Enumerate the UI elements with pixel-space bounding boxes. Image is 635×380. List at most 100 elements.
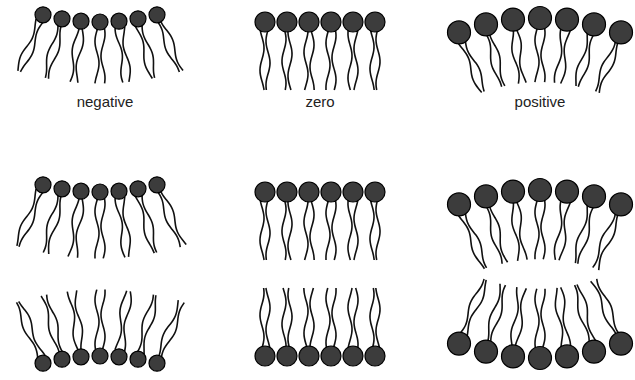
lipid-tail [260, 30, 264, 90]
lipid-tail [47, 295, 63, 353]
lipid-head [149, 355, 165, 371]
lipid-tail [67, 292, 78, 351]
lipid-tail [95, 290, 99, 350]
lipid-tail [282, 30, 286, 90]
lipid-tail [288, 30, 292, 90]
lipid [277, 12, 297, 90]
lipid [554, 8, 578, 83]
lipid-tail [348, 200, 352, 260]
lipid [343, 182, 363, 260]
lipid-tail [95, 198, 99, 258]
lipid-head [365, 12, 385, 32]
lipid-head [529, 179, 552, 202]
lipid-head [149, 177, 165, 193]
lipid-tail [370, 200, 374, 260]
lipid-tail [260, 200, 264, 260]
lipid-head [255, 12, 275, 32]
lipid [255, 12, 275, 90]
lipid-tail [354, 200, 358, 260]
lipid-tail [266, 200, 270, 260]
lipid-tail [541, 199, 545, 259]
lipid-tail [577, 285, 596, 342]
lipid-tail [101, 28, 105, 83]
lipid-head [556, 8, 579, 31]
lipid [299, 12, 319, 90]
curvature-label: negative [77, 93, 134, 111]
lipid-head [448, 193, 471, 216]
lipid [92, 290, 108, 364]
lipid-tail [561, 287, 571, 346]
lipid-head [299, 346, 319, 366]
lipid [255, 182, 275, 260]
lipid [149, 300, 184, 371]
zero-bilayer-upper [255, 182, 385, 260]
lipid-head [92, 14, 108, 30]
lipid-tail [465, 212, 486, 268]
lipid-tail [76, 198, 83, 258]
lipid [365, 288, 385, 366]
lipid-head [130, 351, 146, 367]
lipid-tail [332, 30, 336, 90]
lipid-tail [41, 296, 59, 353]
lipid-tail [266, 30, 270, 90]
lipid-tail [596, 40, 616, 91]
lipid [475, 13, 505, 87]
lipid [593, 193, 633, 270]
lipid-head [556, 345, 579, 368]
lipid-tail [554, 200, 561, 260]
lipid-head [92, 348, 108, 364]
lipid-tail [491, 285, 506, 343]
lipid-head [343, 346, 363, 366]
lipid-head [92, 184, 108, 200]
lipid-head [475, 340, 498, 363]
lipid-tail [49, 25, 62, 79]
lipid [554, 180, 578, 260]
lipid-head [502, 345, 525, 368]
lipid-tail [376, 30, 380, 90]
lipid [321, 12, 341, 90]
lipid-head [35, 177, 51, 193]
lipid-head [149, 7, 165, 23]
zero-bilayer-lower [255, 288, 385, 366]
lipid [343, 12, 363, 90]
lipid-head [54, 181, 70, 197]
lipid-tail [516, 200, 527, 259]
lipid [277, 288, 297, 366]
lipid-tail [144, 295, 156, 354]
lipid-tail [135, 26, 152, 78]
lipid-tail [310, 30, 314, 90]
lipid-head [255, 182, 275, 202]
lipid-head [299, 12, 319, 32]
negative-bilayer-lower [17, 290, 185, 372]
lipid-tail [288, 288, 292, 348]
lipid [17, 301, 51, 371]
lipid-head [54, 351, 70, 367]
lipid-head [610, 193, 633, 216]
lipid [321, 288, 341, 366]
lipid-tail [535, 27, 539, 82]
lipid [555, 287, 578, 367]
lipid-tail [260, 288, 264, 348]
lipid [277, 182, 297, 260]
lipid-tail [458, 215, 484, 269]
lipid-head [35, 355, 51, 371]
lipid-tail [561, 29, 571, 83]
lipid-tail [576, 32, 587, 86]
lipid [111, 291, 131, 365]
lipid-tail [376, 288, 380, 348]
lipid [92, 184, 108, 258]
lipid [529, 7, 552, 83]
lipid-head [475, 185, 498, 208]
lipid-tail [19, 301, 45, 355]
lipid-tail [124, 291, 131, 351]
lipid-tail [354, 30, 358, 90]
lipid-tail [460, 279, 484, 334]
lipid-head [321, 346, 341, 366]
lipid-head [255, 346, 275, 366]
lipid-head [610, 21, 633, 44]
lipid-head [111, 13, 127, 29]
lipid-head [529, 347, 552, 370]
lipid-head [583, 13, 606, 36]
lipid-head [583, 185, 606, 208]
